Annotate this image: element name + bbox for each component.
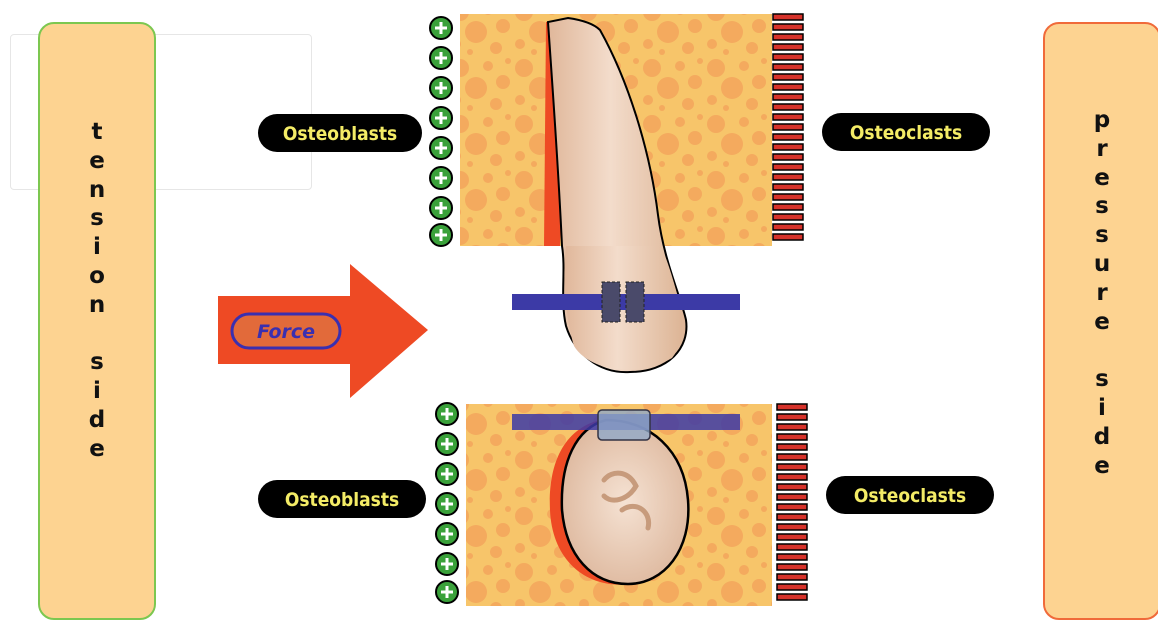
minus-bar-icon [773, 164, 803, 170]
minus-bar-icon [777, 414, 807, 420]
minus-bar-icon [773, 194, 803, 200]
osteoclasts-bottom-tag: Osteoclasts [826, 476, 994, 514]
minus-bar-icon [773, 234, 803, 240]
minus-bar-icon [773, 214, 803, 220]
minus-bar-icon [777, 504, 807, 510]
minus-bar-icon [777, 544, 807, 550]
minus-bar-icon [773, 104, 803, 110]
bracket-wing-right [626, 282, 644, 322]
minus-bar-icon [777, 424, 807, 430]
minus-bar-icon [773, 224, 803, 230]
bracket-bottom [598, 410, 650, 440]
osteoblast-markers-top [430, 17, 452, 246]
minus-bar-icon [773, 14, 803, 20]
bracket-wing-left [602, 282, 620, 322]
osteoclast-markers-top [773, 14, 803, 240]
minus-bar-icon [777, 494, 807, 500]
minus-bar-icon [773, 74, 803, 80]
minus-bar-icon [777, 524, 807, 530]
minus-bar-icon [777, 514, 807, 520]
minus-bar-icon [773, 174, 803, 180]
minus-bar-icon [773, 144, 803, 150]
minus-bar-icon [777, 474, 807, 480]
osteoclast-markers-bottom [777, 404, 807, 600]
minus-bar-icon [777, 484, 807, 490]
minus-bar-icon [777, 404, 807, 410]
osteoclasts-top-label: Osteoclasts [850, 122, 962, 144]
minus-bar-icon [773, 114, 803, 120]
minus-bar-icon [773, 44, 803, 50]
minus-bar-icon [773, 204, 803, 210]
minus-bar-icon [773, 154, 803, 160]
minus-bar-icon [777, 464, 807, 470]
minus-bar-icon [777, 584, 807, 590]
minus-bar-icon [773, 124, 803, 130]
minus-bar-icon [773, 134, 803, 140]
minus-bar-icon [777, 454, 807, 460]
minus-bar-icon [777, 574, 807, 580]
osteoblasts-bottom-label: Osteoblasts [285, 489, 399, 511]
minus-bar-icon [773, 84, 803, 90]
minus-bar-icon [773, 184, 803, 190]
minus-bar-icon [777, 434, 807, 440]
minus-bar-icon [777, 534, 807, 540]
minus-bar-icon [773, 24, 803, 30]
osteoclasts-top-tag: Osteoclasts [822, 113, 990, 151]
minus-bar-icon [773, 54, 803, 60]
force-label: Force [257, 321, 315, 343]
osteoblasts-bottom-tag: Osteoblasts [258, 480, 426, 518]
osteoclasts-bottom-label: Osteoclasts [854, 485, 966, 507]
minus-bar-icon [773, 94, 803, 100]
minus-bar-icon [777, 594, 807, 600]
minus-bar-icon [773, 34, 803, 40]
minus-bar-icon [777, 444, 807, 450]
minus-bar-icon [777, 564, 807, 570]
osteoblasts-top-label: Osteoblasts [283, 123, 397, 145]
minus-bar-icon [773, 64, 803, 70]
osteoblasts-top-tag: Osteoblasts [258, 114, 422, 152]
osteoblast-markers-bottom [436, 403, 458, 603]
minus-bar-icon [777, 554, 807, 560]
